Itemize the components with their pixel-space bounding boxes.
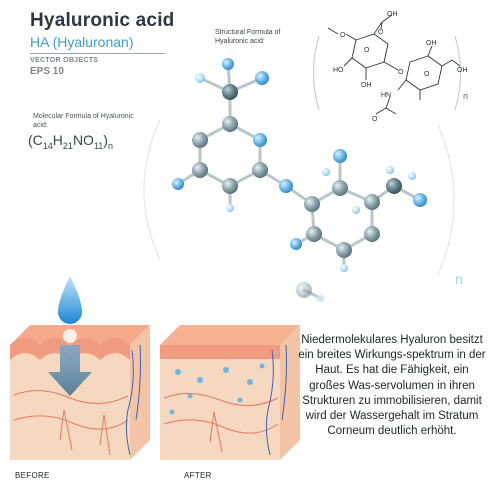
atom-ho-left: HO	[333, 67, 344, 74]
before-fibers	[13, 390, 129, 456]
after-label: AFTER	[184, 471, 212, 480]
before-veins	[125, 344, 141, 456]
before-side	[130, 325, 150, 460]
before-label: BEFORE	[15, 471, 50, 480]
atom-o-amide: O	[372, 116, 378, 123]
eps-label: EPS 10	[30, 66, 64, 77]
molecular-formula-label: Molecular Formula of Hyaluronic acid:	[33, 113, 134, 129]
structural-formula-label: Structural Formula of Hyaluronic acid:	[215, 29, 281, 45]
formula-n-sub: n	[107, 140, 113, 151]
atom-oxygen	[253, 133, 267, 147]
atom-hydrogen	[322, 168, 330, 176]
atom-oh-top: OH	[387, 11, 398, 18]
atom-o-top: O	[378, 29, 384, 36]
after-fibers	[163, 393, 279, 453]
molecular-formula: (C14H21NO11)n	[28, 132, 113, 151]
atom-hn: HN	[381, 92, 391, 99]
down-arrow-icon	[48, 345, 92, 396]
atom-hydrogen	[386, 166, 394, 174]
after-epidermis	[160, 345, 280, 359]
after-side	[280, 325, 300, 460]
ball-and-stick-model: n	[143, 58, 463, 302]
atom-carbon	[222, 116, 238, 132]
atom-carbon	[222, 178, 238, 194]
page-title: Hyaluronic acid	[30, 10, 175, 31]
atom-oxygen	[290, 238, 302, 250]
atom-carbon	[306, 226, 322, 242]
before-skin-illustration	[10, 276, 150, 460]
water-drop-icon	[58, 276, 82, 324]
atom-oxygen	[413, 193, 427, 207]
formula-c-sub: 14	[42, 140, 53, 151]
atom-oh-ring2: OH	[426, 40, 437, 47]
after-skin-illustration	[160, 325, 300, 460]
structural-subscript-n: n	[463, 91, 468, 101]
model-atoms	[172, 58, 427, 302]
atom-carbon	[332, 180, 348, 196]
atom-o-methoxy: O	[340, 32, 346, 39]
model-subscript-n: n	[455, 271, 463, 287]
atom-carbon	[192, 132, 208, 148]
atom-blue	[255, 71, 269, 85]
atom-carbon-faded	[296, 282, 312, 298]
atom-hydrogen	[340, 264, 348, 272]
model-bonds	[176, 62, 422, 300]
atom-oh-right: OH	[457, 67, 468, 74]
structural-atom-labels: OH O O O O O HO OH OH OH HN O	[333, 11, 468, 123]
formula-open: (C	[28, 132, 43, 148]
atom-carbon	[336, 242, 352, 258]
atom-hydrogen	[195, 73, 205, 83]
after-veins	[265, 344, 287, 456]
model-bracket-left	[143, 119, 161, 261]
atom-carbon	[386, 178, 402, 194]
formula-h-sub: 21	[62, 140, 73, 151]
atom-carbon	[252, 162, 268, 178]
atom-carbon	[304, 196, 320, 212]
atom-o-link: O	[398, 69, 404, 76]
model-bracket-right	[437, 124, 455, 276]
formula-h: H	[52, 132, 63, 148]
atom-carbon	[222, 84, 238, 100]
bracket-right	[454, 35, 461, 111]
atom-hydrogen-faded	[316, 294, 324, 302]
atom-oh-ring1: OH	[361, 82, 372, 89]
atom-carbon	[364, 194, 380, 210]
atom-carbon	[192, 162, 208, 178]
after-water-particles	[169, 363, 265, 415]
description-text: Niedermolekulares Hyaluron besitzt ein b…	[298, 334, 486, 438]
title-divider	[30, 53, 165, 54]
ring-1	[351, 33, 389, 69]
atom-o-ring2: O	[424, 71, 430, 78]
formula-close: )	[103, 132, 108, 148]
atom-blue	[222, 58, 234, 70]
atom-oxygen	[172, 178, 184, 190]
atom-o-ring1: O	[364, 47, 370, 54]
bracket-left	[313, 35, 320, 111]
atom-carbon	[364, 226, 380, 242]
formula-no: NO	[72, 132, 94, 148]
atom-oxygen	[279, 179, 293, 193]
atom-hydrogen	[408, 172, 416, 180]
formula-o-sub: 11	[93, 140, 104, 151]
after-top	[160, 325, 300, 345]
drop-splash	[63, 329, 77, 343]
page-subtitle: HA (Hyaluronan)	[30, 34, 134, 50]
atom-hydrogen	[352, 206, 360, 214]
atom-hydrogen	[226, 204, 234, 212]
vector-objects-label: VECTOR OBJECTS	[30, 57, 99, 64]
atom-oxygen	[333, 149, 347, 163]
structural-formula	[313, 14, 461, 115]
